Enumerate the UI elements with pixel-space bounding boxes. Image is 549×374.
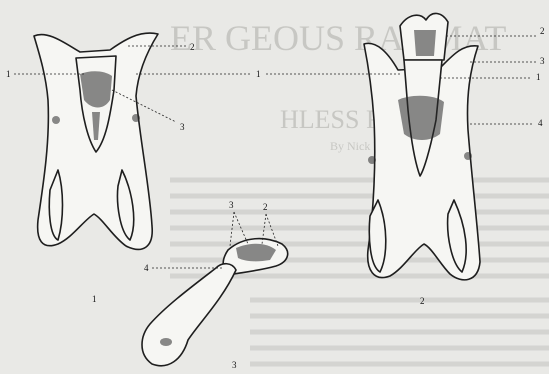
callout-left-1: 1 <box>6 69 11 79</box>
callout-right-2: 2 <box>540 26 545 36</box>
callout-left-3: 3 <box>180 122 185 132</box>
callout-mid-1: 1 <box>256 69 261 79</box>
specimen-1-pelvis: 1 <box>34 33 158 304</box>
callout-bottom-4: 4 <box>144 263 149 273</box>
callout-bottom-3: 3 <box>229 200 234 210</box>
specimen-2-label: 2 <box>420 296 425 306</box>
specimen-3-label: 3 <box>232 360 237 370</box>
specimen-1-label: 1 <box>92 294 97 304</box>
bleed-through-text: ER GEOUS RAT MAT HLESS RAT By Nick Mave <box>170 18 549 364</box>
callout-right-3: 3 <box>540 56 545 66</box>
callout-bottom-2: 2 <box>263 202 268 212</box>
callout-left-2: 2 <box>190 42 195 52</box>
callout-right-1: 1 <box>536 72 541 82</box>
callout-right-4: 4 <box>538 118 543 128</box>
